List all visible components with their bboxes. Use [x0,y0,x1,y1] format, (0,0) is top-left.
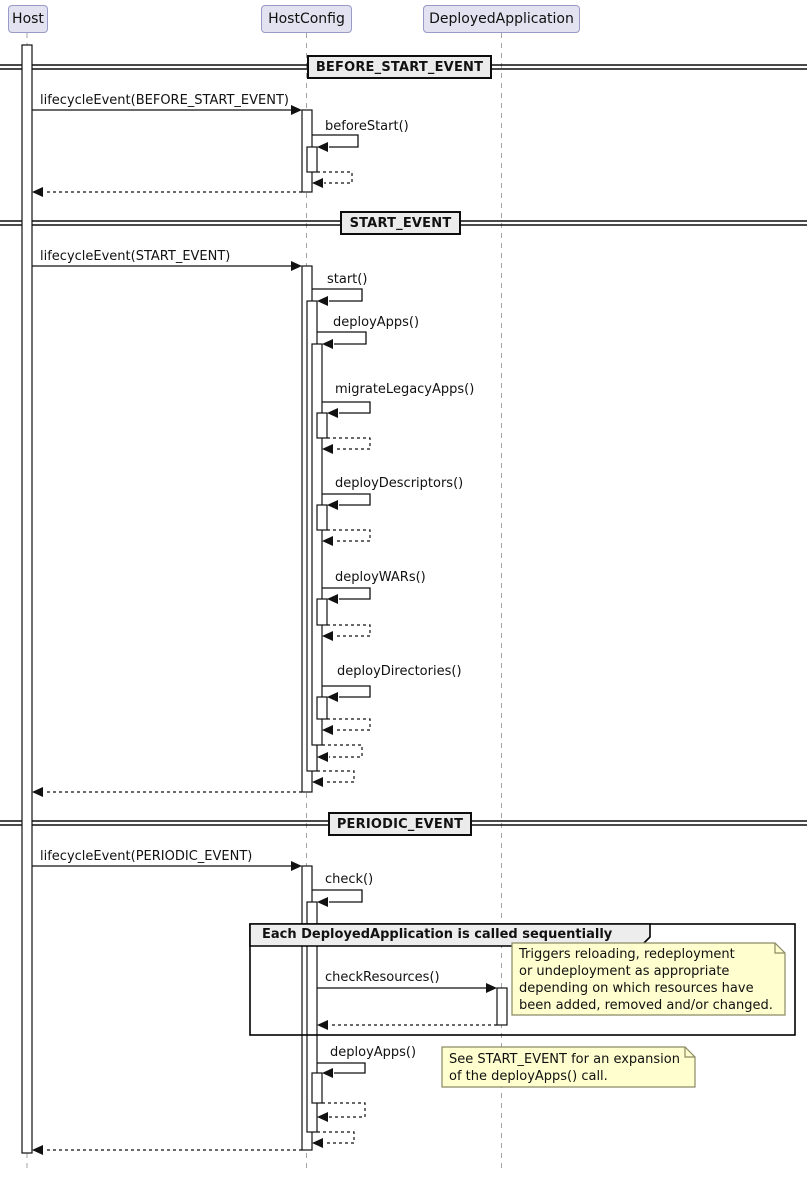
group-title: Each DeployedApplication is called seque… [262,927,613,942]
hostconfig-activation-l4 [316,412,328,439]
return-messages [44,171,497,1151]
hostconfig-activation-l4 [316,598,328,626]
divider-before-start-event: BEFORE_START_EVENT [307,55,492,79]
participant-hostconfig: HostConfig [261,5,352,33]
group-header-pentagon [249,923,651,947]
note-fold-corner [774,943,785,954]
message-check: check() [325,872,374,887]
participant-host: Host [8,5,48,33]
message-deploy-wars: deployWARs() [335,570,426,585]
deployedapplication-activation [496,987,508,1026]
hostconfig-activation-l4 [316,504,328,531]
hostconfig-activation-l4 [316,696,328,720]
message-check-resources: checkResources() [325,970,440,985]
hostconfig-activation-l2 [306,901,318,1133]
hostconfig-activation-l2 [306,146,318,173]
message-lifecycle-start: lifecycleEvent(START_EVENT) [40,249,231,264]
message-lifecycle-before-start: lifecycleEvent(BEFORE_START_EVENT) [40,93,289,108]
host-activation [21,44,33,1154]
note-fold-corner [684,1047,695,1058]
message-deploy-directories: deployDirectories() [337,664,462,679]
activation-bars [21,44,508,1154]
message-lifecycle-periodic: lifecycleEvent(PERIODIC_EVENT) [40,849,253,864]
notes [441,942,786,1088]
message-deploy-descriptors: deployDescriptors() [335,476,464,491]
check-resources-note-shape [511,942,786,1016]
hostconfig-activation-l3 [311,343,323,746]
arrow-heads [32,105,497,1155]
divider-start-event: START_EVENT [340,211,461,235]
message-deploy-apps: deployApps() [333,315,420,330]
message-before-start: beforeStart() [325,119,409,134]
message-migrate-legacy-apps: migrateLegacyApps() [335,382,475,397]
solid-messages [32,109,490,1074]
message-deploy-apps-periodic: deployApps() [330,1045,417,1060]
message-start: start() [327,272,368,287]
hostconfig-activation-l3 [311,1072,323,1104]
lifelines [26,33,502,1172]
group-frame [249,923,796,1036]
check-resources-note: Triggers reloading, redeployment or unde… [519,947,773,1013]
deploy-apps-note-shape [441,1046,696,1088]
participant-deployedapplication: DeployedApplication [423,5,580,33]
deploy-apps-note: See START_EVENT for an expansion of the … [449,1052,680,1084]
divider-periodic-event: PERIODIC_EVENT [328,812,472,836]
divider-lines [0,64,807,826]
